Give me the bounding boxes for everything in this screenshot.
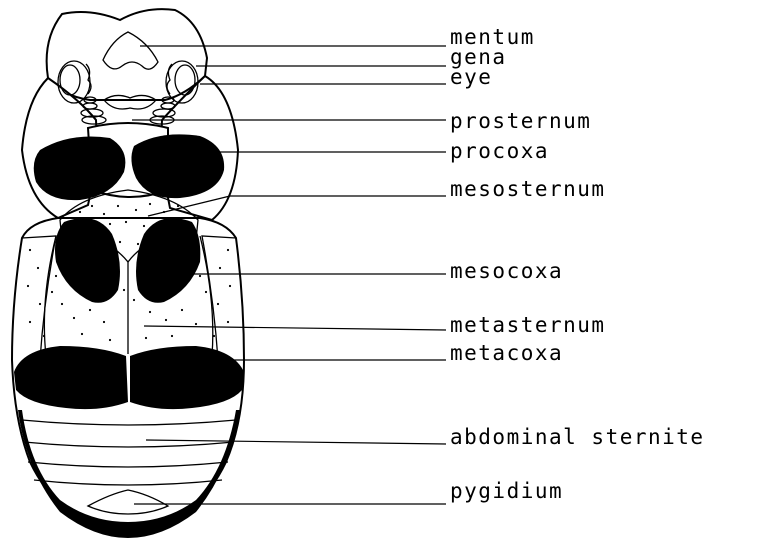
body xyxy=(12,190,244,538)
procoxa-right xyxy=(131,134,224,198)
label-pygidium: pygidium xyxy=(450,479,563,503)
label-eye: eye xyxy=(450,65,492,89)
metacoxa-right xyxy=(130,346,244,409)
label-prosternum: prosternum xyxy=(450,109,591,133)
label-metasternum: metasternum xyxy=(450,313,606,337)
metacoxa-left xyxy=(14,346,128,409)
label-procoxa: procoxa xyxy=(450,139,549,163)
label-mesocoxa: mesocoxa xyxy=(450,259,563,283)
labels: mentum gena eye prosternum procoxa mesos… xyxy=(450,25,705,503)
label-mesosternum: mesosternum xyxy=(450,177,606,201)
label-metacoxa: metacoxa xyxy=(450,341,563,365)
label-abdominal-sternite: abdominal sternite xyxy=(450,425,705,449)
head-capsule xyxy=(47,9,207,100)
